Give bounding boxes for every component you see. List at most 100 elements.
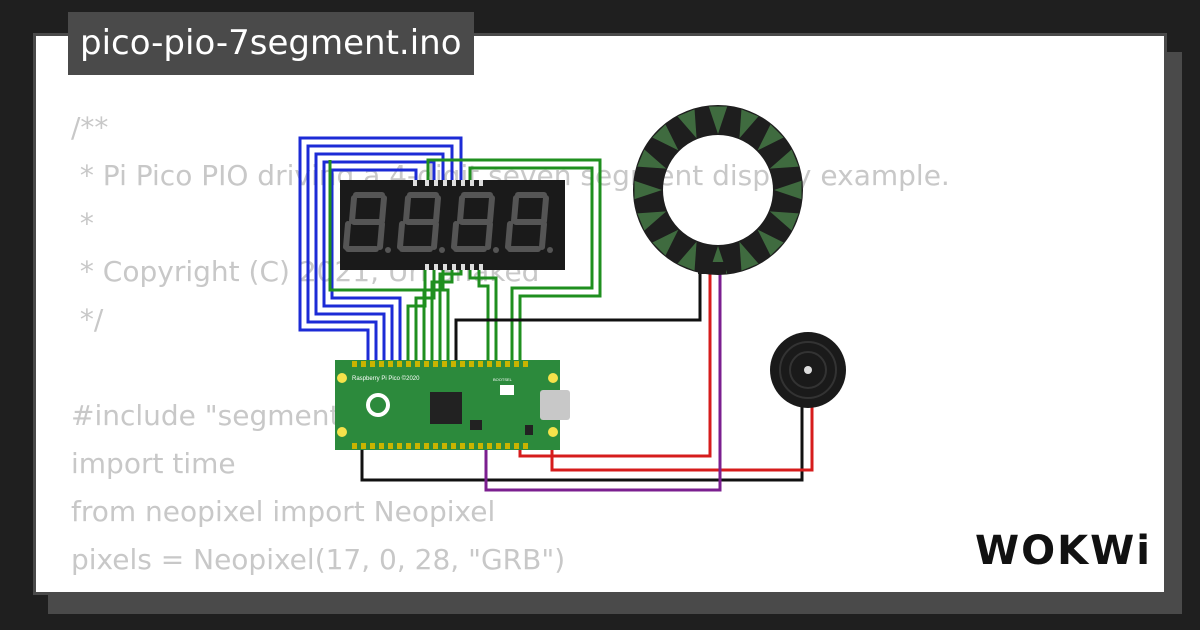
header-pin bbox=[370, 443, 375, 449]
header-pin bbox=[352, 361, 357, 367]
header-pin bbox=[415, 443, 420, 449]
file-title: pico-pio-7segment.ino bbox=[68, 12, 474, 75]
header-pin bbox=[478, 361, 483, 367]
code-listing: /** * Pi Pico PIO driving a 4-digit seve… bbox=[71, 104, 950, 584]
segment bbox=[431, 221, 439, 250]
ring-led bbox=[769, 211, 799, 231]
code-line: * bbox=[71, 207, 94, 240]
header-pin bbox=[469, 443, 474, 449]
code-card: /** * Pi Pico PIO driving a 4-digit seve… bbox=[33, 33, 1167, 595]
header-pin bbox=[397, 443, 402, 449]
buzzer bbox=[770, 332, 846, 408]
header-pin bbox=[496, 361, 501, 367]
segment bbox=[349, 195, 357, 224]
ring-led bbox=[769, 149, 799, 169]
purple-wire bbox=[484, 272, 722, 492]
wokwi-logo: WOKWi bbox=[975, 528, 1152, 574]
header-pin bbox=[397, 361, 402, 367]
seven-segment-display bbox=[340, 180, 565, 270]
header-pin bbox=[487, 443, 492, 449]
header-pin bbox=[514, 443, 519, 449]
header-pin bbox=[388, 361, 393, 367]
segment bbox=[379, 195, 387, 224]
ring-led bbox=[739, 241, 759, 271]
header-pin bbox=[469, 361, 474, 367]
header-pin bbox=[433, 443, 438, 449]
header-pin bbox=[370, 361, 375, 367]
neopixel-ring bbox=[633, 105, 803, 275]
ring-led bbox=[634, 180, 662, 200]
decimal-point bbox=[493, 247, 499, 253]
header-pin bbox=[424, 443, 429, 449]
header-pin bbox=[352, 443, 357, 449]
segment bbox=[343, 221, 351, 250]
code-line: */ bbox=[71, 303, 104, 336]
decimal-point bbox=[385, 247, 391, 253]
header-pin bbox=[442, 443, 447, 449]
header-pin bbox=[379, 361, 384, 367]
header-pin bbox=[478, 443, 483, 449]
ring-led bbox=[677, 241, 697, 271]
ring-led bbox=[739, 109, 759, 139]
ring-led bbox=[652, 229, 679, 256]
pico-board-label: Raspberry Pi Pico ©2020 bbox=[352, 375, 420, 382]
ring-led bbox=[774, 180, 802, 200]
header-pin bbox=[460, 443, 465, 449]
header-pin bbox=[406, 443, 411, 449]
seven-segment-digit bbox=[451, 192, 499, 253]
header-pin bbox=[433, 361, 438, 367]
ring-led bbox=[652, 124, 679, 151]
ring-led bbox=[757, 229, 784, 256]
segment bbox=[505, 221, 513, 250]
segment bbox=[539, 221, 547, 250]
header-pin bbox=[361, 361, 366, 367]
segment bbox=[403, 195, 411, 224]
decimal-point bbox=[439, 247, 445, 253]
ring-led bbox=[757, 124, 784, 151]
header-pin bbox=[523, 443, 528, 449]
header-pin bbox=[451, 443, 456, 449]
ring-led bbox=[637, 211, 667, 231]
pico-board: Raspberry Pi Pico ©2020 BOOTSEL bbox=[335, 360, 570, 450]
header-pin bbox=[424, 361, 429, 367]
bootsel-label: BOOTSEL bbox=[493, 377, 513, 382]
header-pin bbox=[523, 361, 528, 367]
segment bbox=[451, 221, 459, 250]
header-pin bbox=[505, 361, 510, 367]
segment bbox=[397, 221, 405, 250]
segment bbox=[487, 195, 495, 224]
header-pin bbox=[361, 443, 366, 449]
seven-segment-digit bbox=[397, 192, 445, 253]
header-pin bbox=[460, 361, 465, 367]
ring-led bbox=[637, 149, 667, 169]
red-wires bbox=[518, 272, 814, 472]
segment bbox=[511, 195, 519, 224]
header-pin bbox=[379, 443, 384, 449]
code-line: import time bbox=[71, 447, 236, 480]
blue-wires bbox=[298, 136, 463, 362]
seven-segment-digit bbox=[343, 192, 391, 253]
code-line: from neopixel import Neopixel bbox=[71, 495, 496, 528]
decimal-point bbox=[547, 247, 553, 253]
green-wires bbox=[328, 158, 602, 362]
header-pin bbox=[496, 443, 501, 449]
ring-led bbox=[677, 109, 697, 139]
segment bbox=[541, 195, 549, 224]
code-line: /** bbox=[71, 111, 109, 144]
segment bbox=[485, 221, 493, 250]
header-pin bbox=[451, 361, 456, 367]
segment bbox=[377, 221, 385, 250]
header-pin bbox=[388, 443, 393, 449]
digit-group bbox=[343, 192, 553, 253]
black-wires bbox=[360, 272, 804, 482]
segment bbox=[457, 195, 465, 224]
seven-segment-digit bbox=[505, 192, 553, 253]
segment bbox=[433, 195, 441, 224]
header-pin bbox=[406, 361, 411, 367]
ring-led bbox=[708, 106, 728, 134]
header-pin bbox=[415, 361, 420, 367]
header-pin bbox=[505, 443, 510, 449]
code-line: pixels = Neopixel(17, 0, 28, "GRB") bbox=[71, 543, 566, 576]
